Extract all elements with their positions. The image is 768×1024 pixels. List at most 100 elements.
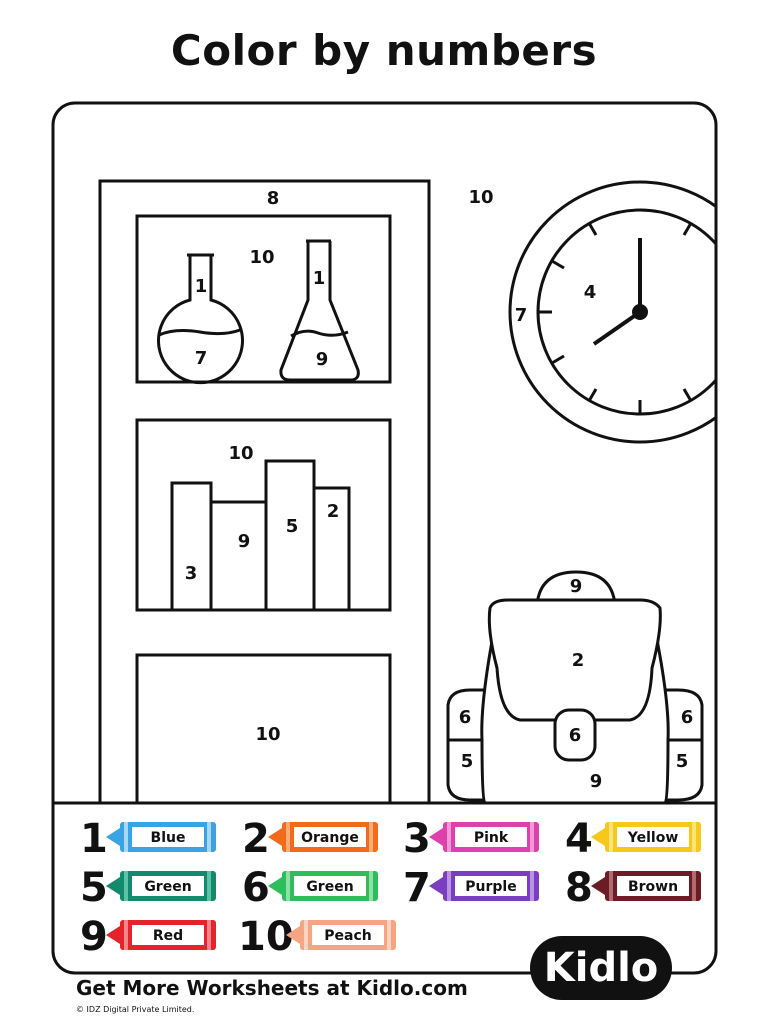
crayon-tip bbox=[429, 877, 443, 895]
crayon-label: Blue bbox=[151, 830, 186, 846]
crayon-label-box bbox=[617, 876, 689, 896]
crayon-label: Green bbox=[306, 879, 353, 895]
crayon-label: Orange bbox=[301, 830, 359, 846]
shelf-unit bbox=[98, 179, 431, 805]
number-bag-clasp: 6 bbox=[569, 725, 582, 746]
crayon-label-box bbox=[617, 827, 689, 847]
legend-item-2: 2 Orange bbox=[242, 816, 378, 862]
crayon-label: Green bbox=[144, 879, 191, 895]
crayon-stripe bbox=[447, 871, 451, 901]
number-bag-body: 9 bbox=[590, 771, 603, 792]
page-title: Color by numbers bbox=[170, 26, 598, 75]
legend-item-7: 7 Purple bbox=[403, 865, 539, 911]
crayon-label: Red bbox=[153, 928, 183, 944]
crayon-label-box bbox=[294, 827, 366, 847]
crayon-tip bbox=[591, 828, 605, 846]
crayon-stripe bbox=[207, 871, 211, 901]
number-bag-flap: 2 bbox=[572, 650, 585, 671]
number-bag-left-pocket-top: 6 bbox=[459, 707, 472, 728]
crayon-label-box bbox=[132, 925, 204, 945]
backpack bbox=[446, 570, 704, 805]
page-frame bbox=[51, 101, 718, 975]
legend-number: 2 bbox=[242, 816, 270, 862]
copyright-text: © IDZ Digital Private Limited. bbox=[76, 1005, 195, 1014]
number-bag-handle: 9 bbox=[570, 576, 583, 597]
crayon-stripe bbox=[124, 822, 128, 852]
number-shelf-top: 8 bbox=[267, 188, 280, 209]
crayon-tip bbox=[106, 877, 120, 895]
crayon-tip bbox=[106, 828, 120, 846]
crayon-stripe bbox=[369, 871, 373, 901]
kidlo-logo: Kidlo bbox=[530, 936, 672, 1000]
legend-item-1: 1 Blue bbox=[80, 816, 216, 862]
crayon-stripe bbox=[286, 822, 290, 852]
number-cabinet: 10 bbox=[255, 724, 280, 745]
crayon-stripe bbox=[692, 822, 696, 852]
crayon-tip bbox=[429, 828, 443, 846]
wall-clock bbox=[508, 180, 716, 444]
crayon-tip bbox=[591, 877, 605, 895]
number-book-2: 9 bbox=[238, 531, 251, 552]
crayon-stripe bbox=[530, 871, 534, 901]
crayon-stripe bbox=[124, 920, 128, 950]
scene-numbers: 8 10 10 1 7 1 9 10 3 9 5 2 10 7 4 9 2 6 … bbox=[185, 187, 694, 792]
number-conical-flask-liquid: 9 bbox=[316, 349, 329, 370]
number-wall: 10 bbox=[468, 187, 493, 208]
legend-item-5: 5 Green bbox=[80, 865, 216, 911]
legend-number: 10 bbox=[238, 914, 294, 960]
crayon-stripe bbox=[447, 822, 451, 852]
legend-number: 6 bbox=[242, 865, 270, 911]
crayon-stripe bbox=[124, 871, 128, 901]
number-bag-left-pocket-bottom: 5 bbox=[461, 751, 474, 772]
crayon-stripe bbox=[207, 920, 211, 950]
number-shelf2-bg: 10 bbox=[228, 443, 253, 464]
legend-item-6: 6 Green bbox=[242, 865, 378, 911]
number-book-1: 3 bbox=[185, 563, 198, 584]
legend-number: 4 bbox=[565, 816, 593, 862]
crayon-label-box bbox=[312, 925, 384, 945]
legend-number: 1 bbox=[80, 816, 108, 862]
legend-number: 8 bbox=[565, 865, 593, 911]
legend-number: 9 bbox=[80, 914, 108, 960]
crayon-label-box bbox=[132, 876, 204, 896]
number-bag-right-pocket-top: 6 bbox=[681, 707, 694, 728]
round-flask bbox=[157, 253, 244, 385]
crayon-label-box bbox=[294, 876, 366, 896]
crayon-stripe bbox=[609, 871, 613, 901]
number-clock-rim: 7 bbox=[515, 305, 528, 326]
crayon-label: Purple bbox=[465, 879, 516, 895]
legend-item-9: 9 Red bbox=[80, 914, 216, 960]
crayon-tip bbox=[106, 926, 120, 944]
crayon-tip bbox=[268, 877, 282, 895]
number-bag-right-pocket-bottom: 5 bbox=[676, 751, 689, 772]
number-round-flask-neck: 1 bbox=[195, 276, 208, 297]
shelf-cabinet bbox=[135, 653, 392, 803]
crayon-label: Yellow bbox=[627, 830, 679, 846]
legend-number: 5 bbox=[80, 865, 108, 911]
crayon-tip bbox=[286, 926, 300, 944]
crayon-label-box bbox=[455, 827, 527, 847]
crayon-stripe bbox=[387, 920, 391, 950]
books bbox=[170, 459, 351, 612]
crayon-label-box bbox=[455, 876, 527, 896]
crayon-stripe bbox=[286, 871, 290, 901]
crayon-label: Brown bbox=[628, 879, 678, 895]
crayon-stripe bbox=[609, 822, 613, 852]
number-round-flask-liquid: 7 bbox=[195, 348, 208, 369]
number-book-3: 5 bbox=[286, 516, 299, 537]
crayon-stripe bbox=[369, 822, 373, 852]
crayon-tip bbox=[268, 828, 282, 846]
number-book-4: 2 bbox=[327, 501, 340, 522]
legend-number: 3 bbox=[403, 816, 431, 862]
footer-text: Get More Worksheets at Kidlo.com bbox=[76, 976, 468, 1000]
conical-flask bbox=[279, 239, 360, 382]
shelf-compartment-1 bbox=[135, 214, 392, 384]
crayon-stripe bbox=[207, 822, 211, 852]
crayon-stripe bbox=[530, 822, 534, 852]
number-shelf1-bg: 10 bbox=[249, 247, 274, 268]
legend-number: 7 bbox=[403, 865, 431, 911]
legend-item-4: 4 Yellow bbox=[565, 816, 701, 862]
